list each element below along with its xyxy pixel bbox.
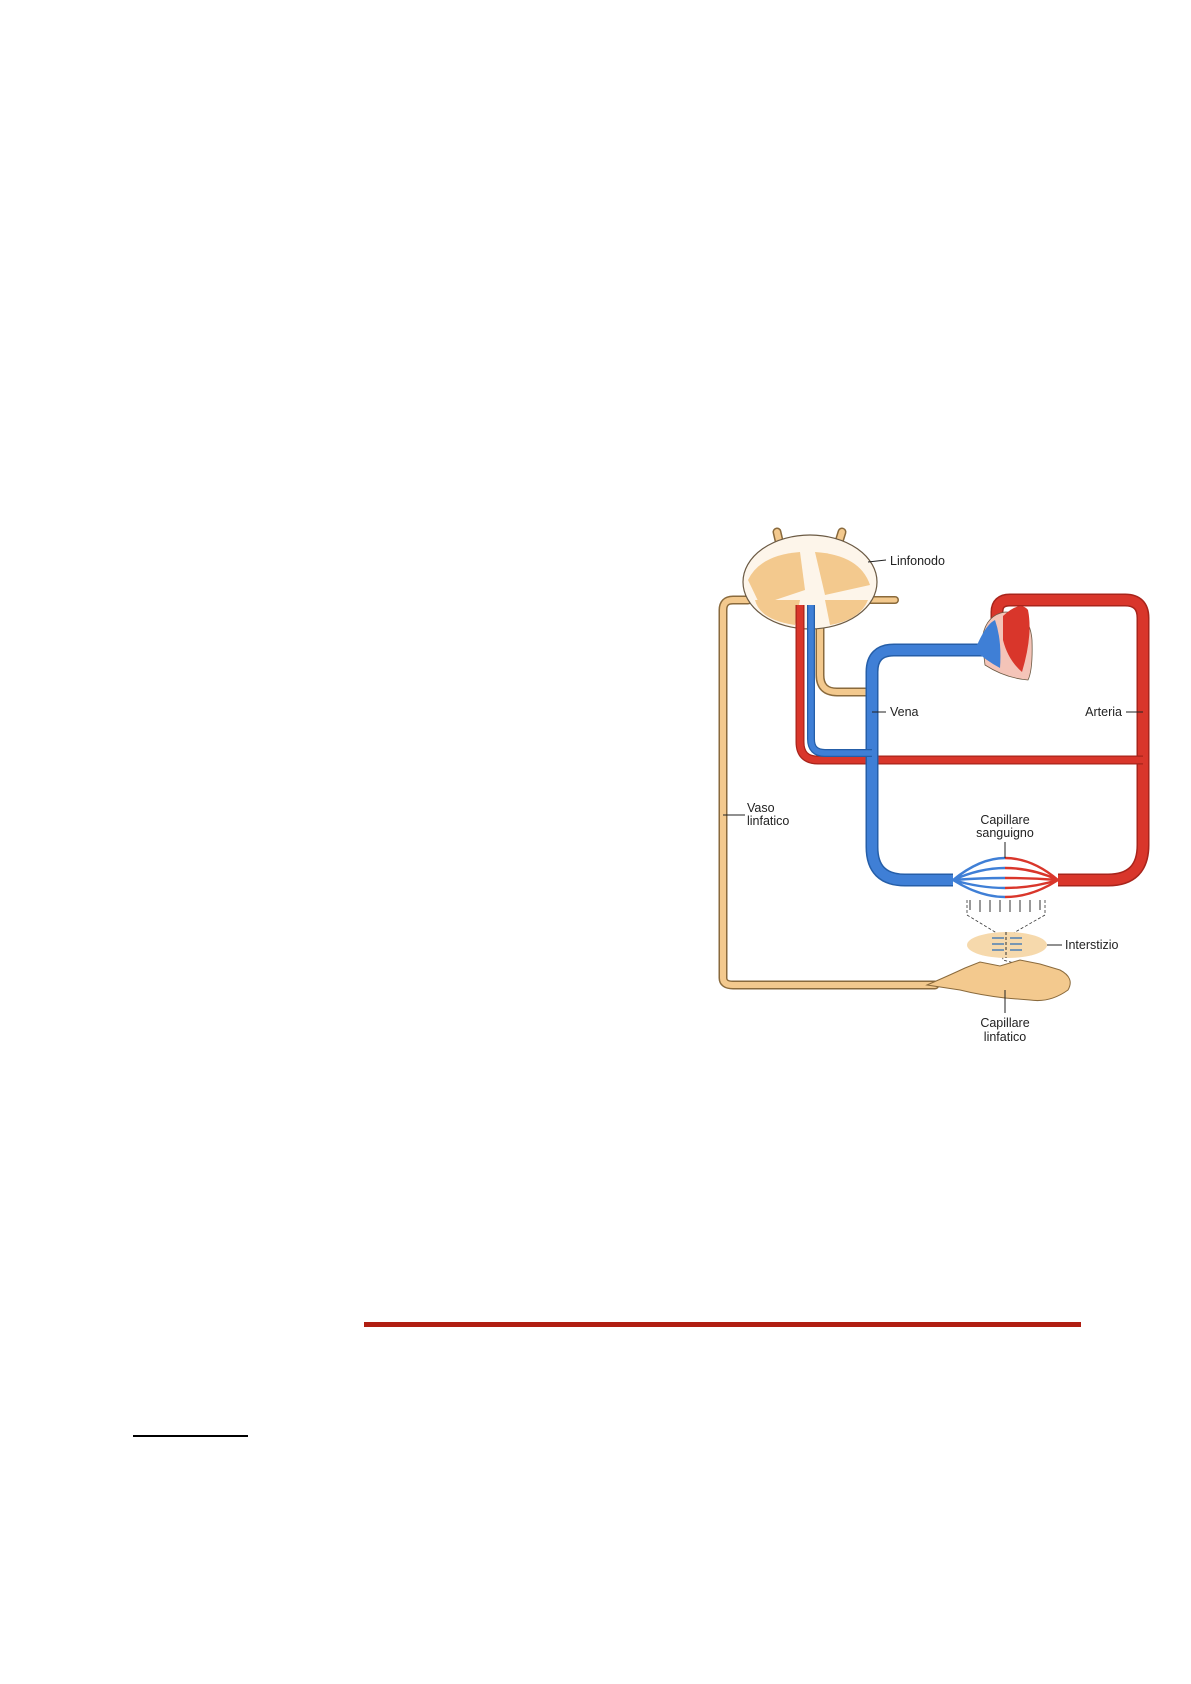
label-lymph-vessel: linfatico <box>747 814 789 828</box>
label-vein: Vena <box>890 705 919 719</box>
artery <box>795 593 1150 887</box>
footnote-separator <box>133 1435 248 1437</box>
leader-lines <box>723 559 1143 1013</box>
label-blood-capillary: Capillare <box>980 813 1029 827</box>
lymph-vessel <box>718 527 940 990</box>
vein <box>807 605 985 887</box>
label-lymph-capillary: Capillare <box>980 1016 1029 1030</box>
label-lymph-node: Linfonodo <box>890 554 945 568</box>
label-lymph-capillary: linfatico <box>984 1030 1026 1044</box>
interstitium <box>967 932 1047 958</box>
label-blood-capillary: sanguigno <box>976 826 1034 840</box>
heart-icon <box>975 606 1033 681</box>
label-artery: Arteria <box>1085 705 1122 719</box>
section-divider <box>364 1322 1081 1327</box>
label-lymph-vessel: Vaso <box>747 801 775 815</box>
label-interstitium: Interstizio <box>1065 938 1119 952</box>
blood-capillary-bed <box>952 856 1059 971</box>
lymph-capillary <box>925 959 1071 1001</box>
lymph-node <box>742 534 878 630</box>
